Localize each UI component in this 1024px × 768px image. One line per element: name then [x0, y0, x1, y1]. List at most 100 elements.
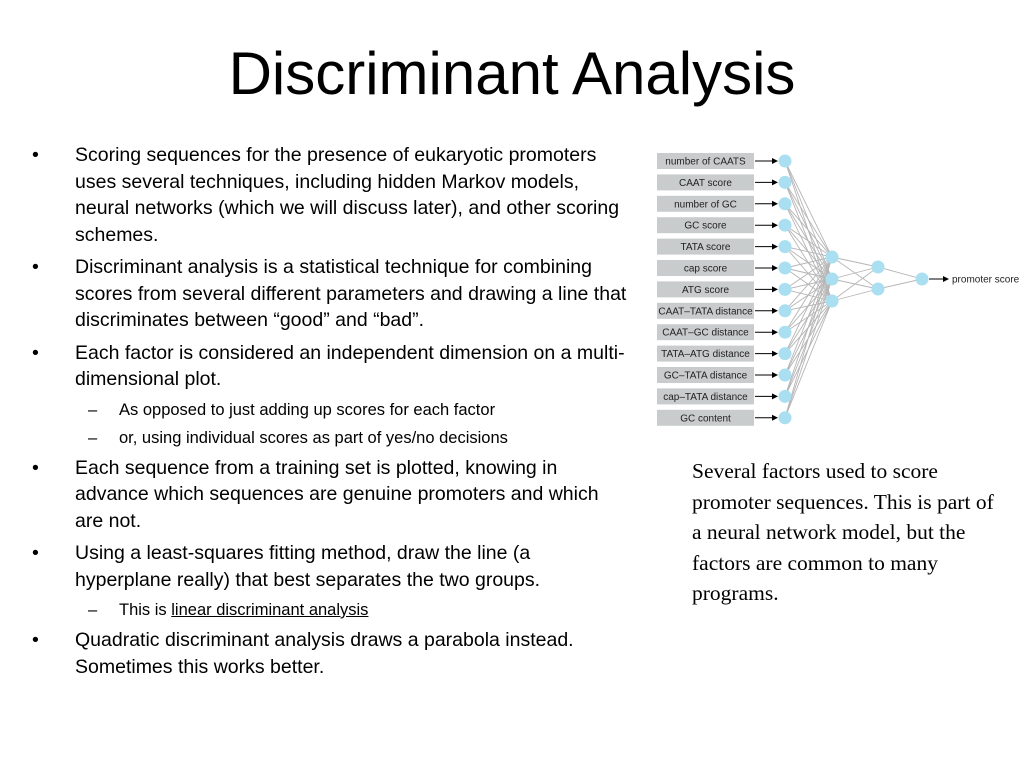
input-label-box	[657, 388, 754, 405]
sub-bullet-item: – As opposed to just adding up scores for…	[30, 399, 630, 421]
bullet-text: Discriminant analysis is a statistical t…	[75, 256, 627, 331]
edge	[784, 224, 833, 258]
input-label-box	[657, 153, 754, 169]
bullet-marker: •	[32, 256, 39, 278]
edge	[831, 266, 879, 302]
hidden-node	[871, 260, 885, 274]
input-label: ATG score	[682, 285, 729, 296]
bullet-text: As opposed to just adding up scores for …	[119, 400, 496, 419]
input-label-box	[657, 195, 754, 212]
edge	[784, 246, 833, 258]
input-arrowhead	[772, 265, 778, 271]
hidden-node	[825, 272, 839, 286]
input-node	[778, 261, 792, 275]
edge	[784, 278, 833, 418]
input-label: TATA score	[680, 242, 730, 253]
bullet-marker: •	[32, 456, 39, 479]
edge	[784, 256, 833, 354]
output-arrowhead	[943, 276, 949, 282]
input-arrowhead	[772, 179, 778, 186]
input-node	[778, 325, 792, 339]
input-arrowhead	[772, 243, 778, 250]
edge	[784, 256, 833, 269]
network-edges	[784, 160, 923, 418]
bullet-text: Scoring sequences for the presence of eu…	[75, 144, 620, 246]
input-label: CAAT–GC distance	[662, 328, 749, 339]
input-label-box	[657, 367, 754, 383]
input-label-box	[657, 281, 754, 298]
input-node	[778, 197, 792, 211]
input-label-box	[657, 345, 754, 362]
edge	[831, 288, 879, 302]
edge	[784, 256, 833, 333]
bullet-marker: •	[32, 341, 39, 364]
input-label-box	[657, 174, 754, 191]
bullet-text: or, using individual scores as part of y…	[119, 428, 508, 447]
hidden-node	[825, 294, 839, 308]
input-node	[778, 304, 792, 318]
sub-bullet-item: –This is linear discriminant analysis	[30, 599, 630, 621]
hidden-node	[825, 250, 839, 264]
edge	[784, 203, 833, 258]
input-arrowhead	[772, 393, 778, 400]
edge	[784, 300, 833, 418]
bullet-marker: –	[88, 400, 98, 419]
bullet-text: Using a least-squares fitting method, dr…	[75, 542, 541, 591]
edge	[831, 256, 879, 268]
bullet-text: Each factor is considered an independent…	[75, 341, 625, 391]
edge	[784, 256, 833, 418]
bullet-item: • Each factor is considered an independen…	[30, 340, 630, 393]
input-arrowhead	[772, 200, 778, 207]
bullet-item: • Each sequence from a training set is pl…	[30, 455, 630, 535]
edge	[877, 266, 923, 280]
bullet-text: Quadratic discriminant analysis draws a …	[75, 629, 574, 678]
edge	[831, 266, 879, 280]
input-label-box	[657, 302, 754, 319]
input-node	[778, 282, 792, 296]
slide-title: Discriminant Analysis	[228, 40, 796, 107]
input-node	[778, 347, 792, 361]
input-node	[778, 240, 792, 254]
edge	[877, 278, 923, 290]
bullet-text: This is	[119, 601, 172, 619]
bullet-item: • Using a least-squares fitting method, d…	[30, 540, 630, 593]
input-label: GC content	[680, 413, 731, 424]
output-node	[915, 272, 929, 286]
input-label: GC–TATA distance	[664, 371, 748, 382]
input-label-box	[657, 217, 754, 234]
input-label: cap–TATA distance	[663, 392, 748, 403]
input-label-box	[657, 260, 754, 276]
input-arrowhead	[772, 222, 778, 229]
bullet-item: • Quadratic discriminant analysis draws a…	[30, 627, 630, 680]
input-label-box	[657, 324, 754, 341]
input-label-box	[657, 409, 754, 426]
input-label: cap score	[684, 264, 728, 275]
bullet-list: • Scoring sequences for the presence of e…	[30, 142, 630, 686]
output-label: promoter score	[952, 275, 1020, 286]
input-node	[778, 175, 792, 189]
bullet-marker: •	[32, 144, 39, 166]
edge	[784, 256, 833, 397]
edge	[784, 256, 833, 376]
input-label: number of CAATS	[665, 157, 746, 168]
input-label-box	[657, 238, 754, 255]
bullet-marker: •	[32, 542, 39, 564]
input-arrowhead	[772, 158, 778, 164]
sub-bullet-item: –or, using individual scores as part of …	[30, 427, 630, 449]
input-label: number of GC	[674, 199, 737, 210]
figure-caption: Several factors used to score promoter s…	[692, 459, 994, 605]
bullet-marker: •	[32, 629, 39, 651]
input-label: GC score	[684, 221, 727, 232]
input-arrowhead	[772, 414, 778, 421]
edge	[784, 182, 833, 258]
input-arrowhead	[772, 350, 778, 357]
input-node	[778, 411, 792, 425]
input-node	[778, 389, 792, 403]
edge	[784, 160, 833, 258]
hidden-node	[871, 282, 885, 296]
linear-discriminant-analysis-link[interactable]: linear discriminant analysis	[171, 601, 369, 619]
input-node	[778, 368, 792, 382]
bullet-text: Each sequence from a training set is plo…	[75, 456, 599, 532]
input-arrowhead	[772, 286, 778, 293]
